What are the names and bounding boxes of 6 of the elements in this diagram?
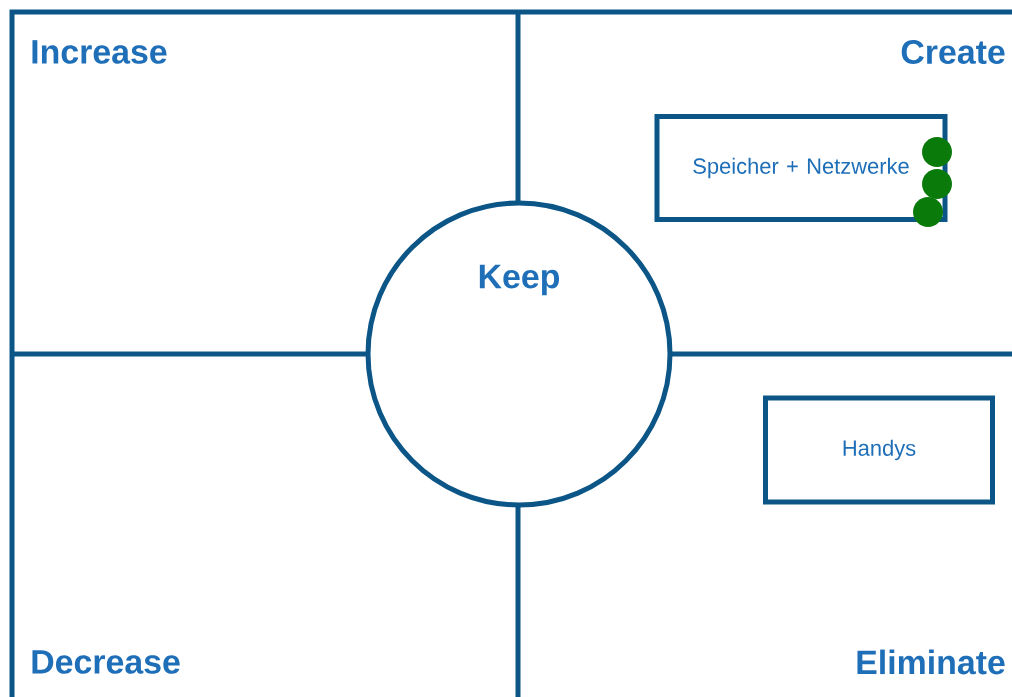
quadrant-heading: Eliminate [857,649,1005,675]
quadrant-heading: Create [901,40,1005,64]
quadrant-heading: Decrease [32,650,180,674]
text-box: Speicher + Netzwerke [654,114,948,222]
text-box: Handys [763,395,995,505]
quadrant-heading: Increase [32,40,167,64]
